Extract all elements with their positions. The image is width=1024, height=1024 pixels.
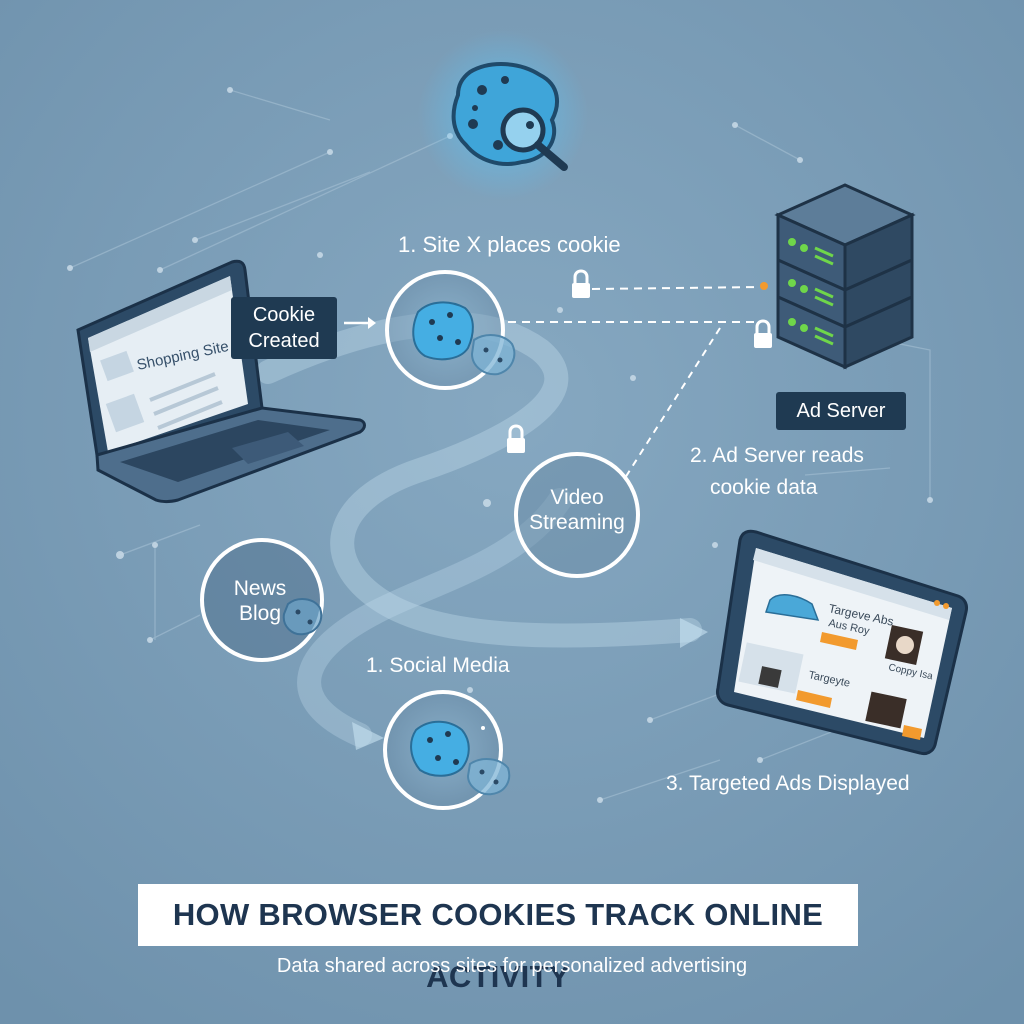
cookie-created-label: Cookie Created	[231, 297, 337, 359]
step-site-x-label: 1. Site X places cookie	[398, 232, 621, 257]
step-social-media-label: 1. Social Media	[366, 654, 510, 677]
cookie-created-line-1: Cookie	[252, 304, 316, 326]
page-subtitle: Data shared across sites for personalize…	[276, 955, 748, 977]
page-title: HOW BROWSER COOKIES TRACK ONLINE ACTIVIT…	[138, 884, 858, 994]
step-ad-server-reads-label: 2. Ad Server reads cookie data	[690, 440, 864, 504]
ad-server-label: Ad Server	[776, 392, 906, 430]
site-x-cookie-node	[385, 270, 516, 390]
cookie-magnifier-icon	[418, 30, 588, 200]
cookie-created-arrowhead	[368, 317, 376, 329]
dashed-link-diagonal	[624, 327, 721, 479]
news-blog-label: News Blog	[212, 576, 308, 626]
video-streaming-label: Video Streaming	[512, 485, 642, 535]
news-blog-line-1: News	[233, 577, 287, 600]
video-streaming-node	[514, 452, 640, 578]
video-streaming-line-2: Streaming	[529, 511, 625, 534]
link-dot-orange	[760, 282, 768, 290]
lock-icon	[754, 319, 772, 348]
flow-arrow-social	[352, 722, 384, 750]
data-flow-path-lower	[297, 488, 572, 747]
social-media-cookie-node	[383, 690, 511, 810]
step-ad-server-line-1: 2. Ad Server reads	[690, 444, 864, 467]
flow-arrow-right	[680, 618, 708, 648]
step-targeted-ads-label: 3. Targeted Ads Displayed	[666, 772, 910, 795]
news-blog-line-2: Blog	[238, 602, 282, 625]
dashed-link-upper	[591, 286, 761, 290]
tablet-icon: Targeve Abs Aus Roy Targeyte Coppy Isa	[716, 529, 968, 756]
news-blog-node	[200, 538, 324, 662]
lock-icon	[507, 424, 525, 453]
lock-icon	[572, 269, 590, 298]
cookie-created-line-2: Created	[248, 330, 320, 352]
video-streaming-line-1: Video	[550, 486, 604, 509]
server-icon	[774, 183, 916, 370]
step-ad-server-line-2: cookie data	[710, 476, 818, 499]
background-dots	[67, 87, 933, 803]
laptop-icon	[76, 259, 366, 503]
